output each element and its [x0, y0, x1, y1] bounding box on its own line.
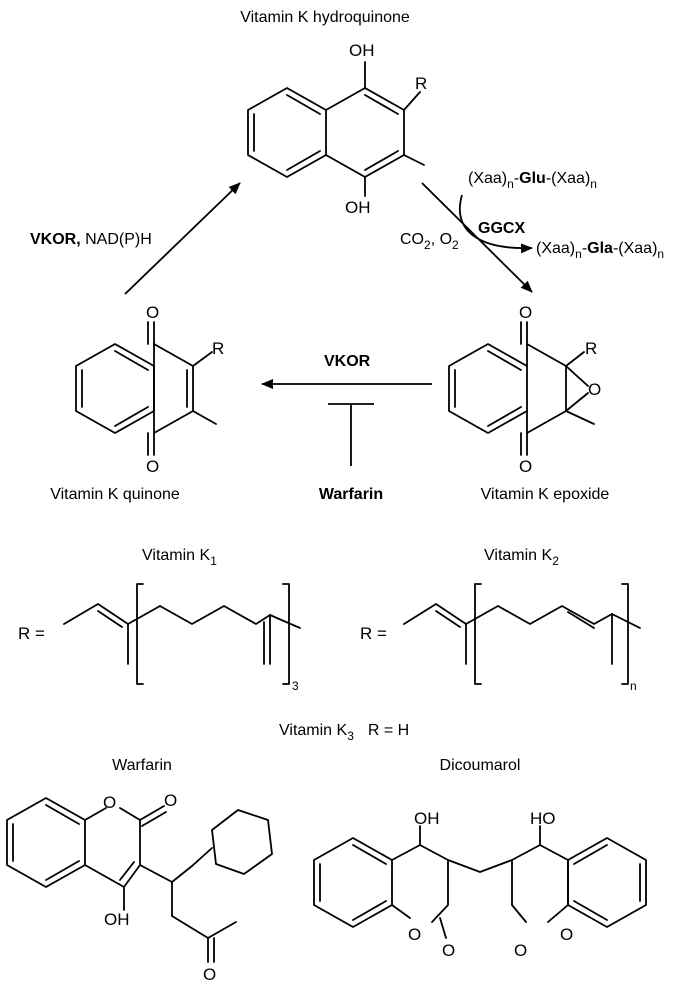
quinone-title: Vitamin K quinone [50, 486, 180, 503]
svg-text:O: O [203, 965, 216, 984]
k1-subscript-3: 3 [292, 679, 299, 693]
epoxide-bond [526, 343, 567, 367]
quinone-r: R [212, 339, 224, 358]
svg-text:O: O [560, 925, 573, 944]
ggcx-label: GGCX [478, 220, 525, 237]
hq-oh-bottom: OH [345, 198, 371, 217]
hydroquinone-structure: OH OH R [247, 41, 427, 217]
epoxide-structure [448, 343, 528, 434]
k1-r-eq: R = [18, 624, 45, 643]
quinone-o-bottom: O [146, 457, 159, 476]
glu-to-gla-arrow [459, 194, 533, 254]
warfarin-title: Warfarin [112, 757, 172, 774]
glu-peptide-label: (Xaa)n-Glu-(Xaa)n [468, 170, 597, 191]
epoxide-o-bond-1 [565, 365, 589, 387]
warfarin-structure: O O OH O [6, 791, 273, 984]
quinone-r-bond [192, 351, 213, 367]
quinone-methyl [192, 410, 217, 425]
k2-subscript-n: n [630, 679, 637, 693]
epoxide-methyl [565, 410, 595, 425]
quinone-o-top: O [146, 303, 159, 322]
hq-r: R [415, 74, 427, 93]
vkor-nadph-label: VKOR, NAD(P)H [30, 231, 152, 248]
dicoumarol-structure: O O OH HO O O [313, 809, 647, 960]
dicoumarol-title: Dicoumarol [440, 757, 521, 774]
svg-text:OH: OH [414, 809, 440, 828]
svg-text:HO: HO [530, 809, 556, 828]
epoxide-r-bond [565, 351, 585, 367]
vkor-label: VKOR [324, 353, 371, 370]
co2-o2-label: CO2, O2 [400, 231, 459, 252]
epoxide-r: R [585, 339, 597, 358]
vitamin-k2-title: Vitamin K2 [484, 547, 559, 568]
hq-benzene-ring [247, 87, 327, 178]
epoxide-o-bridge: O [588, 380, 601, 399]
hydroquinone-title: Vitamin K hydroquinone [240, 9, 410, 26]
k2-r-eq: R = [360, 624, 387, 643]
hq-oh-top: OH [349, 41, 375, 60]
gla-peptide-label: (Xaa)n-Gla-(Xaa)n [536, 240, 664, 261]
epoxide-o-bond-2 [565, 392, 589, 412]
quinone-structure [75, 343, 155, 434]
epoxide-o-top: O [519, 303, 532, 322]
epoxide-o-bottom: O [519, 457, 532, 476]
warfarin-inhibitor-label: Warfarin [319, 486, 383, 503]
svg-text:OH: OH [104, 910, 130, 929]
svg-text:O: O [408, 925, 421, 944]
vitamin-k2-structure: R = n [360, 583, 641, 693]
quinone-bond [153, 410, 194, 434]
vitamin-k1-title: Vitamin K1 [142, 547, 217, 568]
vitamin-k1-structure: R = 3 [18, 583, 301, 693]
svg-text:O: O [442, 941, 455, 960]
svg-text:O: O [103, 793, 116, 812]
svg-text:O: O [164, 791, 177, 810]
epoxide-bond [526, 410, 567, 434]
svg-text:O: O [514, 941, 527, 960]
quinone-bond [153, 343, 194, 367]
reduction-arrow [124, 182, 241, 295]
epoxide-title: Vitamin K epoxide [481, 486, 610, 503]
